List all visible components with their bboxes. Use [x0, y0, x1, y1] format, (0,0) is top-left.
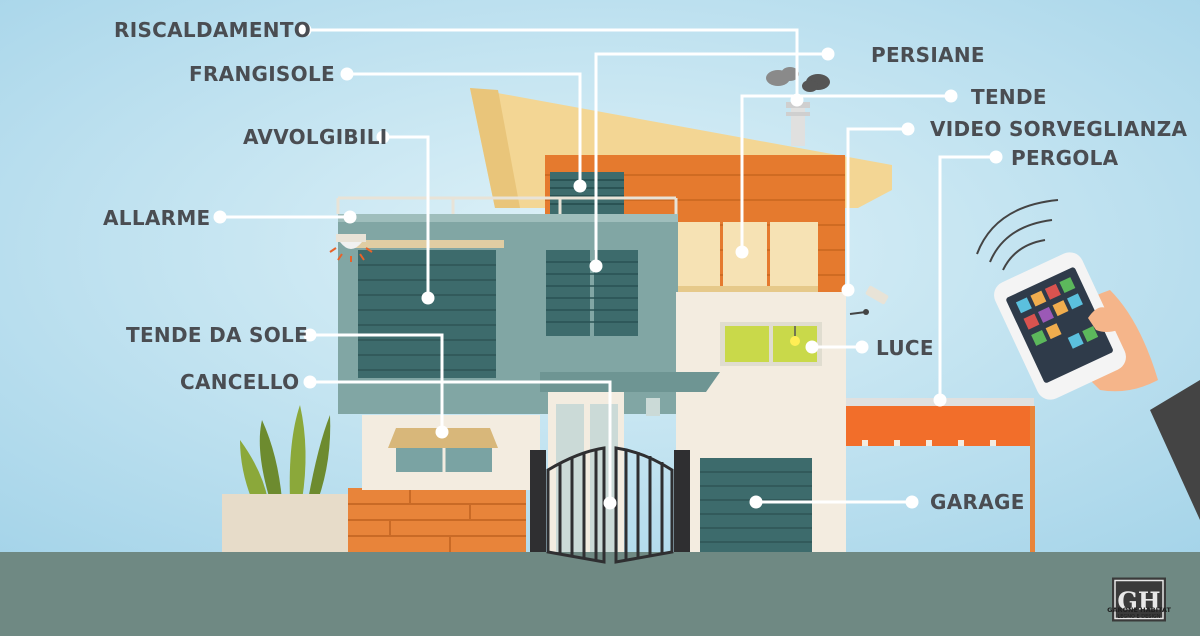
light-bulb-icon — [790, 326, 800, 346]
louver-window — [550, 172, 624, 216]
label-luce: LUCE — [876, 336, 934, 360]
security-camera-icon — [849, 285, 889, 315]
connector-frangisole — [347, 72, 582, 186]
wifi-signal-icon — [976, 199, 1059, 271]
curtain-windows — [676, 222, 818, 292]
logo: GH — [1112, 577, 1166, 622]
connector-cancello — [310, 380, 612, 503]
label-riscaldamento: RISCALDAMENTO — [114, 18, 312, 42]
label-avvolgibili: AVVOLGIBILI — [243, 125, 388, 149]
logo-tagline: LEGNO E DESIGN — [1117, 614, 1161, 620]
label-tende: TENDE — [971, 85, 1047, 109]
label-tende-da-sole: TENDE DA SOLE — [126, 323, 309, 347]
label-pergola: PERGOLA — [1011, 146, 1119, 170]
connector-video — [846, 127, 908, 290]
connectors — [220, 28, 996, 504]
plant-icon — [222, 405, 352, 552]
alarm-siren-icon — [329, 234, 373, 262]
balcony-rail — [336, 196, 678, 214]
logo-name: GARONE HABITAT — [1107, 606, 1171, 614]
connector-pergola — [938, 155, 996, 400]
smartphone-icon — [994, 252, 1200, 520]
lit-windows — [720, 322, 822, 366]
label-garage: GARAGE — [930, 490, 1025, 514]
smoke-icon — [766, 67, 830, 92]
logo-monogram: GH — [1117, 587, 1160, 616]
label-persiane: PERSIANE — [871, 43, 985, 67]
connector-avvolgibili — [383, 135, 430, 298]
connector-tende-da-sole — [310, 333, 444, 432]
roof-shadow — [470, 88, 520, 208]
brick-wall — [348, 488, 526, 552]
label-video-sorveglianza: VIDEO SORVEGLIANZA — [930, 117, 1188, 141]
connector-riscaldamento — [305, 28, 799, 100]
connector-dots — [213, 23, 1003, 510]
ground — [0, 552, 1200, 636]
connector-persiane — [594, 52, 828, 266]
connector-tende — [740, 94, 951, 252]
gate — [530, 446, 690, 564]
label-allarme: ALLARME — [103, 206, 211, 230]
label-frangisole: FRANGISOLE — [189, 62, 335, 86]
label-cancello: CANCELLO — [180, 370, 300, 394]
